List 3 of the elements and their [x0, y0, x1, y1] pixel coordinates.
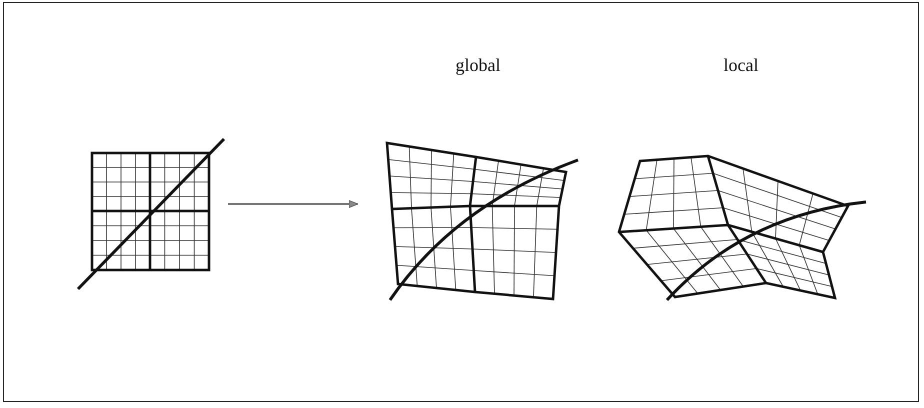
arrow [228, 200, 358, 208]
grid-heading: local [722, 55, 760, 76]
grid-heading: global [454, 55, 502, 76]
